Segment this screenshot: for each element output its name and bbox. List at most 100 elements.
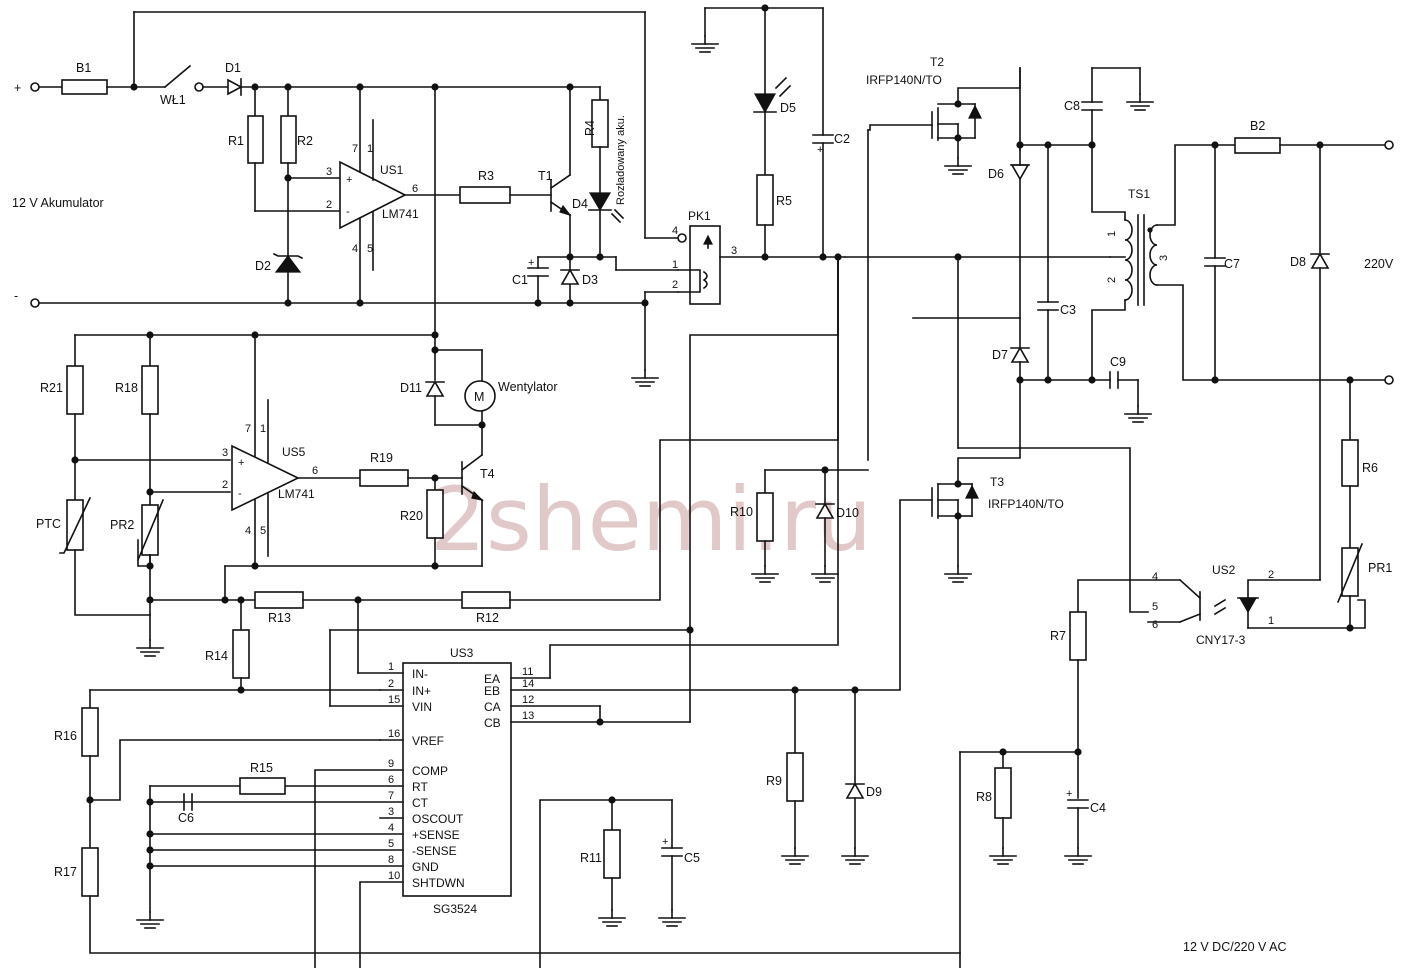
sg3524-pin-name-9: COMP [412, 764, 448, 778]
r9-d9: R9 D9 [766, 686, 882, 865]
label-us5-type: LM741 [278, 487, 315, 501]
sg3524-pin-7: 7 [388, 790, 394, 802]
sg3524-pin-name-15: VIN [412, 700, 432, 714]
svg-text:+: + [346, 174, 352, 186]
label-c2: C2 [834, 132, 850, 146]
label-c1: C1 [512, 273, 528, 287]
label-ptc: PTC [36, 517, 61, 531]
resistor-r17 [81, 847, 99, 897]
resistor-r20 [426, 489, 444, 539]
r11-c5: R11 + C5 [539, 796, 700, 968]
svg-text:6: 6 [1152, 619, 1158, 631]
fan-label: Wentylator [498, 380, 558, 394]
sg3524-pin-11: 11 [522, 666, 533, 678]
input-minus-terminal [30, 298, 40, 308]
sg3524-pin-5: 5 [388, 838, 394, 850]
led-d4 [588, 192, 612, 212]
input-label: 12 V Akumulator [12, 196, 104, 210]
svg-text:4: 4 [672, 225, 678, 237]
diode-d7 [1010, 346, 1030, 363]
resistor-r2 [280, 115, 297, 164]
label-us5: US5 [282, 445, 306, 459]
label-us1-type: LM741 [382, 207, 419, 221]
sg3524-pin-6: 6 [388, 774, 394, 786]
label-r17: R17 [54, 865, 77, 879]
resistor-r7 [1069, 611, 1087, 661]
label-r3: R3 [478, 169, 494, 183]
label-r16: R16 [54, 729, 77, 743]
label-d5: D5 [780, 101, 796, 115]
label-d2: D2 [255, 259, 271, 273]
resistor-r12 [461, 591, 511, 609]
label-r13: R13 [268, 611, 291, 625]
sg3524-pin-name-5: -SENSE [412, 844, 457, 858]
sg3524-pin-13: 13 [522, 710, 534, 722]
label-t4: T4 [480, 467, 495, 481]
label-d1: D1 [225, 61, 241, 75]
label-r8: R8 [976, 790, 992, 804]
svg-text:3: 3 [326, 166, 332, 178]
sg3524-pin-name-14: EB [484, 684, 500, 698]
label-r6: R6 [1362, 461, 1378, 475]
zener-d2 [274, 255, 302, 273]
fuse-b1 [61, 79, 108, 95]
label-b2: B2 [1250, 119, 1265, 133]
svg-text:+: + [528, 257, 534, 269]
label-d7: D7 [992, 348, 1008, 362]
label-r7: R7 [1050, 629, 1066, 643]
label-c4: C4 [1090, 801, 1106, 815]
sg3524-pin-name-11: EA [484, 672, 500, 686]
sg3524-pin-name-13: CB [484, 716, 501, 730]
power-stage: D6 C3 D7 C9 C8 TS1 1 [988, 67, 1386, 449]
resistor-r13 [254, 591, 304, 609]
resistor-r10 [756, 492, 774, 542]
label-d3: D3 [582, 273, 598, 287]
label-r18: R18 [115, 381, 138, 395]
r1-r2-d2: R1 R2 D2 [228, 86, 341, 304]
svg-text:5: 5 [367, 243, 373, 255]
output-label: 220V [1364, 257, 1394, 271]
opamp-us1: + - 3 2 6 US1 LM741 7 1 4 5 [326, 86, 461, 304]
label-d4: D4 [572, 197, 588, 211]
label-r1: R1 [228, 134, 244, 148]
optocoupler-us2: US2 CNY17-3 2 1 4 5 6 [957, 447, 1321, 647]
diode-d6 [1010, 164, 1030, 181]
feedback-section: R7 R8 + C4 [959, 611, 1106, 968]
sg3524-pin-2: 2 [388, 678, 394, 690]
label-us3-type: SG3524 [433, 902, 477, 916]
fan-symbol: M [474, 390, 484, 404]
svg-text:6: 6 [312, 465, 318, 477]
svg-text:+: + [817, 144, 823, 156]
label-r10: R10 [730, 505, 753, 519]
svg-text:1: 1 [1268, 615, 1274, 627]
svg-text:2: 2 [326, 199, 332, 211]
sg3524-pin-1: 1 [388, 661, 394, 673]
resistor-r15 [239, 777, 286, 795]
svg-text:3: 3 [222, 447, 228, 459]
mosfet-t3: T3 IRFP140N/TO [854, 256, 1064, 691]
svg-text:2: 2 [1106, 277, 1118, 283]
sg3524-pin-name-16: VREF [412, 734, 444, 748]
svg-text:7: 7 [245, 423, 251, 435]
label-r4: R4 [583, 120, 597, 136]
label-us3: US3 [450, 646, 474, 660]
label-t3: T3 [990, 475, 1004, 489]
charge-indicator: R3 T1 + C1 D3 R4 D4 Rozładowany aku. [459, 86, 679, 387]
label-t3-type: IRFP140N/TO [988, 497, 1064, 511]
svg-text:7: 7 [352, 143, 358, 155]
sg3524-pin-name-12: CA [484, 700, 501, 714]
d5-r5-c2: D5 R5 + C2 [691, 4, 1111, 261]
sg3524-pin-name-4: +SENSE [412, 828, 460, 842]
svg-text:+: + [238, 457, 244, 469]
ic-sg3524 [402, 662, 512, 897]
led-d5 [753, 93, 777, 114]
label-d11: D11 [400, 381, 422, 395]
label-r19: R19 [370, 451, 393, 465]
fuse-b2 [1234, 137, 1281, 154]
label-c7: C7 [1224, 257, 1240, 271]
label-us2: US2 [1212, 563, 1236, 577]
thermal-section: R21 PTC R18 PR2 + - 3 2 6 US5 LM741 7 1 [36, 86, 558, 657]
label-charged: Rozładowany aku. [615, 115, 627, 205]
